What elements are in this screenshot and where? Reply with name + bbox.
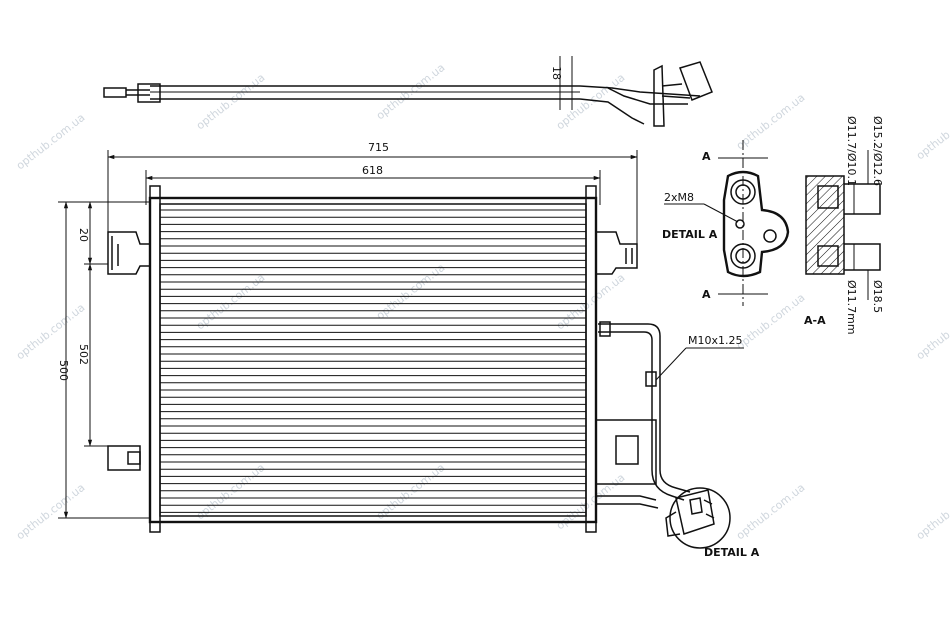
watermark-text: opthub.com.ua <box>14 111 88 172</box>
watermark-text: opthub.com.ua <box>734 91 808 152</box>
front-view <box>107 185 731 549</box>
watermark-layer: opthub.com.ua opthub.com.ua opthub.com.ua o… <box>14 61 950 542</box>
watermark-text: opthub.com.ua <box>914 101 950 162</box>
thickness-dim-label: 18 <box>550 66 563 80</box>
watermark-text: opthub.com.ua <box>734 481 808 542</box>
section-dim-1: Ø11.7/Ø10.1 <box>845 116 858 186</box>
bracket-offset-label: 20 <box>77 228 90 242</box>
watermark-text: opthub.com.ua <box>194 271 268 332</box>
watermark-text: opthub.com.ua <box>194 461 268 522</box>
watermark-text: opthub.com.ua <box>734 291 808 352</box>
section-dim-2: Ø15.2/Ø12.6 <box>871 116 884 186</box>
detail-a: A A 2xM8 DETAIL A <box>662 140 790 306</box>
inner-height-label: 502 <box>77 344 90 365</box>
watermark-text: opthub.com.ua <box>194 71 268 132</box>
detail-a-ref-label: DETAIL A <box>662 228 718 241</box>
detail-a-view-label: DETAIL A <box>704 546 760 559</box>
overall-height-label: 500 <box>57 360 70 381</box>
watermark-text: opthub.com.ua <box>554 71 628 132</box>
core-width-label: 618 <box>362 164 383 177</box>
thread-callout: M10x1.25 <box>688 334 743 347</box>
watermark-text: opthub.com.ua <box>374 261 448 322</box>
section-mark-bottom: A <box>702 288 711 301</box>
watermark-text: opthub.com.ua <box>914 481 950 542</box>
overall-width-label: 715 <box>368 141 389 154</box>
front-view-callouts: M10x1.25 DETAIL A <box>655 334 760 559</box>
top-view: 18 <box>103 56 713 127</box>
section-a-a: Ø11.7/Ø10.1 Ø15.2/Ø12.6 Ø11.7mm Ø18.5 A-… <box>804 116 884 335</box>
watermark-text: opthub.com.ua <box>14 481 88 542</box>
section-dim-3: Ø18.5 <box>871 280 884 313</box>
section-mark-top: A <box>702 150 711 163</box>
watermark-text: opthub.com.ua <box>14 301 88 362</box>
hole-callout: 2xM8 <box>664 191 694 204</box>
section-dim-4: Ø11.7mm <box>845 280 858 335</box>
watermark-text: opthub.com.ua <box>374 461 448 522</box>
watermark-text: opthub.com.ua <box>914 301 950 362</box>
condenser-fins <box>160 209 586 513</box>
section-view-label: A-A <box>804 314 826 327</box>
watermark-text: opthub.com.ua <box>554 271 628 332</box>
